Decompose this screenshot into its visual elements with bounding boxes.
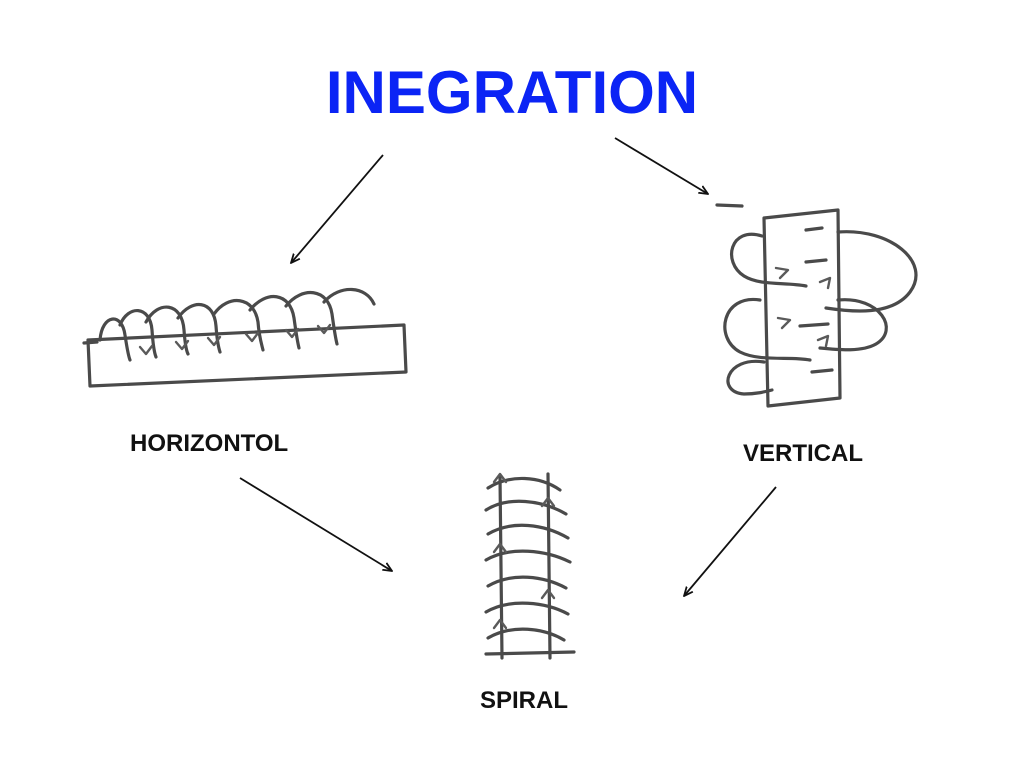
spiral-integration-sketch	[484, 472, 576, 660]
horizontal-label: HORIZONTOL	[130, 430, 289, 457]
vertical-label: VERTICAL	[743, 440, 863, 467]
arrow-horizontal-to-spiral	[239, 477, 392, 571]
spiral-label: SPIRAL	[480, 687, 569, 714]
arrow-title-to-vertical	[614, 137, 708, 194]
arrow-vertical-to-spiral	[684, 486, 777, 596]
arrow-title-to-horizontal	[291, 154, 384, 263]
diagram-title: INEGRATION	[325, 59, 699, 126]
horizontal-integration-sketch	[82, 287, 408, 388]
vertical-integration-sketch	[715, 203, 918, 408]
